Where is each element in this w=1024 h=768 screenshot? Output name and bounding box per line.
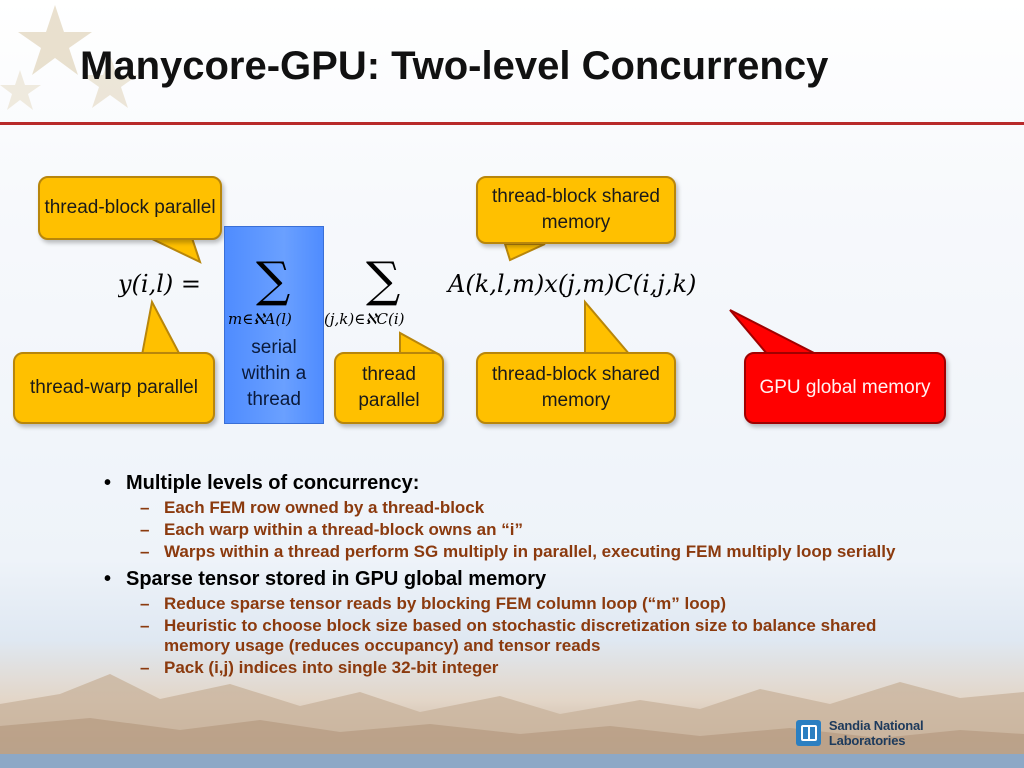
- bottom-bar: [0, 754, 1024, 768]
- sum-symbol-1: ∑: [256, 258, 290, 308]
- logo-text: Sandia National Laboratories: [828, 718, 924, 748]
- dash-marker: –: [140, 658, 150, 677]
- sub-bullet-text: Each FEM row owned by a thread-block: [164, 498, 485, 517]
- bullet-level2: –Each warp within a thread-block owns an…: [104, 520, 924, 540]
- dash-marker: –: [140, 542, 150, 561]
- sub-bullet-text: Heuristic to choose block size based on …: [164, 616, 877, 655]
- sum-symbol-2: ∑: [366, 258, 400, 308]
- serial-within-thread-box: serial within a thread: [224, 226, 324, 424]
- top-red-stripe: [0, 122, 1024, 125]
- bullet-level1: • Multiple levels of concurrency:: [104, 470, 924, 496]
- bullet-level2: –Warps within a thread perform SG multip…: [104, 542, 924, 562]
- mountain-landscape-decoration: [0, 674, 1024, 754]
- equation-rhs: A(k,l,m)x(j,m)C(i,j,k): [446, 270, 696, 298]
- callout-gpu-global-memory: GPU global memory: [744, 352, 946, 424]
- bullet-text: Sparse tensor stored in GPU global memor…: [126, 568, 547, 590]
- dash-marker: –: [140, 594, 150, 613]
- sub-bullet-text: Warps within a thread perform SG multipl…: [164, 542, 896, 561]
- sum1-subscript: m∈ℵA(l): [228, 310, 292, 328]
- sum2-subscript: (j,k)∈ℵC(i): [324, 310, 405, 328]
- callout-thread-block-shared-memory-top: thread-block shared memory: [476, 176, 676, 244]
- bullet-text: Multiple levels of concurrency:: [126, 472, 420, 494]
- bullet-level2: –Pack (i,j) indices into single 32-bit i…: [104, 658, 924, 678]
- sub-bullet-text: Each warp within a thread-block owns an …: [164, 520, 523, 539]
- bullet-level2: –Heuristic to choose block size based on…: [104, 616, 924, 656]
- callout-thread-warp-parallel: thread-warp parallel: [13, 352, 215, 424]
- sub-bullet-text: Pack (i,j) indices into single 32-bit in…: [164, 658, 499, 677]
- callout-thread-block-parallel: thread-block parallel: [38, 176, 222, 240]
- sub-bullet-text: Reduce sparse tensor reads by blocking F…: [164, 594, 727, 613]
- bullet-level1: • Sparse tensor stored in GPU global memo…: [104, 566, 924, 592]
- bullet-level2: –Reduce sparse tensor reads by blocking …: [104, 594, 924, 614]
- slide-title: Manycore-GPU: Two-level Concurrency: [80, 44, 829, 88]
- dash-marker: –: [140, 498, 150, 517]
- sandia-thunderbird-icon: [796, 720, 821, 746]
- sandia-logo: Sandia National Laboratories: [796, 716, 996, 750]
- bullet-list: •Multiple levels of concurrency: –Each F…: [104, 470, 924, 680]
- flag-stars-decoration: [0, 5, 138, 110]
- callout-thread-block-shared-memory-bottom: thread-block shared memory: [476, 352, 676, 424]
- dash-marker: –: [140, 616, 150, 635]
- dash-marker: –: [140, 520, 150, 539]
- equation-lhs: y(i,l) =: [118, 270, 201, 298]
- bullet-level2: –Each FEM row owned by a thread-block: [104, 498, 924, 518]
- bullet-marker: •: [104, 568, 112, 590]
- callout-thread-parallel: thread parallel: [334, 352, 444, 424]
- bullet-marker: •: [104, 472, 112, 494]
- tensor-equation: y(i,l) = ∑ m∈ℵA(l) ∑ (j,k)∈ℵC(i) A(k,l,m…: [118, 258, 696, 328]
